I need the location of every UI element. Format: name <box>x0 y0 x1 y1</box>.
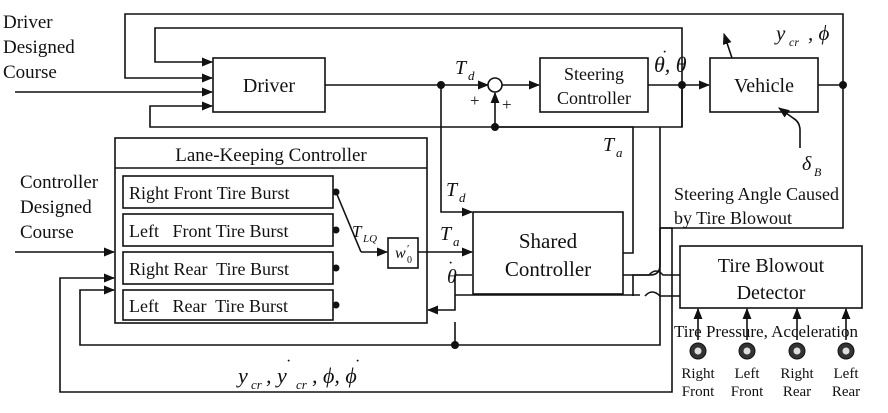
theta-dot-mark: · <box>662 44 667 61</box>
feedback-ydot-mark: · <box>286 353 291 370</box>
shared-controller-label-1: Shared <box>519 229 578 253</box>
feedback-ydot: , y <box>266 363 287 388</box>
steering-angle-note-1: Steering Angle Caused <box>674 184 839 204</box>
theta-dot-mark-mid: · <box>448 255 453 272</box>
td-label-mid: T <box>446 179 459 201</box>
ta-label-mid: T <box>440 223 453 245</box>
wheel-icon <box>738 342 756 360</box>
lane-keeping-title: Lane-Keeping Controller <box>175 145 367 166</box>
tire-burst-item-lr <box>122 289 334 321</box>
phi-label: , ϕ <box>808 21 830 45</box>
sensor-label-rf-2: Front <box>682 384 715 400</box>
ycr-phi-label: y <box>774 21 786 45</box>
sensor-label-lr-1: Left <box>834 366 860 382</box>
switch-dot-lr <box>332 301 340 309</box>
switch-dot-rr <box>332 264 340 272</box>
detector-hop <box>644 291 680 297</box>
feedback-phi: , ϕ, ϕ <box>312 363 357 388</box>
svg-text:Designed: Designed <box>3 37 75 58</box>
sensor-wires <box>693 307 851 340</box>
svg-text:Course: Course <box>20 222 74 243</box>
gain-label: w <box>395 245 406 262</box>
gain-prime: ′ <box>407 243 409 255</box>
td-subscript-top: d <box>468 68 475 83</box>
delta-b-label: δ <box>802 153 812 175</box>
ta-subscript-right: a <box>616 145 623 160</box>
td-to-shared-wire <box>440 85 474 217</box>
detector-label-1: Tire Blowout <box>718 255 825 277</box>
vehicle-block-label: Vehicle <box>734 75 794 97</box>
feedback-loop-theta <box>154 27 683 85</box>
steering-angle-note-2: by Tire Blowout <box>674 208 792 228</box>
tlq-subscript: LQ <box>362 233 377 245</box>
td-subscript-mid: d <box>459 190 466 205</box>
steering-controller-label-2: Controller <box>557 88 631 108</box>
tire-burst-label-lr: Left Rear Tire Burst <box>129 296 288 316</box>
plus-sign-left: + <box>470 91 480 110</box>
feedback-ydot-sub: cr <box>296 377 308 392</box>
svg-text:Controller: Controller <box>20 172 99 193</box>
theta-dot-label-mid: θ <box>447 266 457 288</box>
wheel-icon <box>837 342 855 360</box>
driver-block-label: Driver <box>243 75 296 97</box>
sensors-caption: Tire Pressure, Acceleration <box>674 322 858 341</box>
delta-b-subscript: B <box>814 165 822 179</box>
vehicle-block <box>709 57 819 113</box>
svg-text:Designed: Designed <box>20 197 92 218</box>
feedback-phidot-mark: · <box>355 353 360 370</box>
sensor-label-rf-1: Right <box>681 366 715 382</box>
svg-text:Course: Course <box>3 62 57 83</box>
wheel-icons <box>689 342 855 360</box>
delta-b-wire <box>778 107 801 148</box>
ta-label-right: T <box>603 134 616 156</box>
td-label-top: T <box>455 57 468 79</box>
wheel-icon <box>788 342 806 360</box>
sensor-label-rr-1: Right <box>780 366 814 382</box>
summing-junction <box>487 77 503 93</box>
svg-text:Driver: Driver <box>3 12 53 33</box>
sensor-label-rr-2: Rear <box>783 384 811 400</box>
tire-burst-label-rf: Right Front Tire Burst <box>129 183 290 203</box>
feedback-ycr-sub: cr <box>251 377 263 392</box>
steering-controller-label-1: Steering <box>564 64 624 84</box>
tire-burst-label-rr: Right Rear Tire Burst <box>129 259 289 279</box>
plus-sign-right: + <box>502 95 512 114</box>
tire-blowout-detector-block <box>679 245 863 309</box>
tire-burst-label-lf: Left Front Tire Burst <box>129 221 289 241</box>
switch-dot-lf <box>332 226 340 234</box>
steering-controller-block <box>539 57 649 113</box>
vehicle-feedback-right <box>660 85 844 229</box>
ta-return-wire <box>495 126 634 254</box>
detector-label-2: Detector <box>737 282 806 304</box>
selector-switch <box>335 191 362 253</box>
gain-block <box>387 237 419 269</box>
shared-controller-label-2: Controller <box>505 257 591 281</box>
feedback-loop-outer <box>124 13 844 85</box>
ycr-subscript: cr <box>789 35 799 49</box>
sensor-label-lf-2: Front <box>731 384 764 400</box>
ta-subscript-mid: a <box>453 234 460 249</box>
sensor-labels: Right Front Left Front Right Rear Left R… <box>681 366 860 400</box>
ycr-feedback-loop <box>59 227 673 393</box>
ycr-phi-arrow <box>722 32 733 59</box>
feedback-state-label: y <box>236 363 248 388</box>
gain-subscript: 0 <box>407 255 412 266</box>
state-feedback-loop <box>79 228 661 346</box>
wheel-icon <box>689 342 707 360</box>
driver-course-label: Driver Designed Course <box>3 12 75 83</box>
controller-course-label: Controller Designed Course <box>20 172 99 243</box>
sensor-label-lr-2: Rear <box>832 384 860 400</box>
tlq-label: T <box>352 222 363 241</box>
sensor-label-lf-1: Left <box>735 366 761 382</box>
driver-block <box>212 57 326 113</box>
shared-to-lk-wire <box>426 274 472 315</box>
detector-output-wire <box>632 270 680 296</box>
shared-controller-block <box>472 211 624 295</box>
